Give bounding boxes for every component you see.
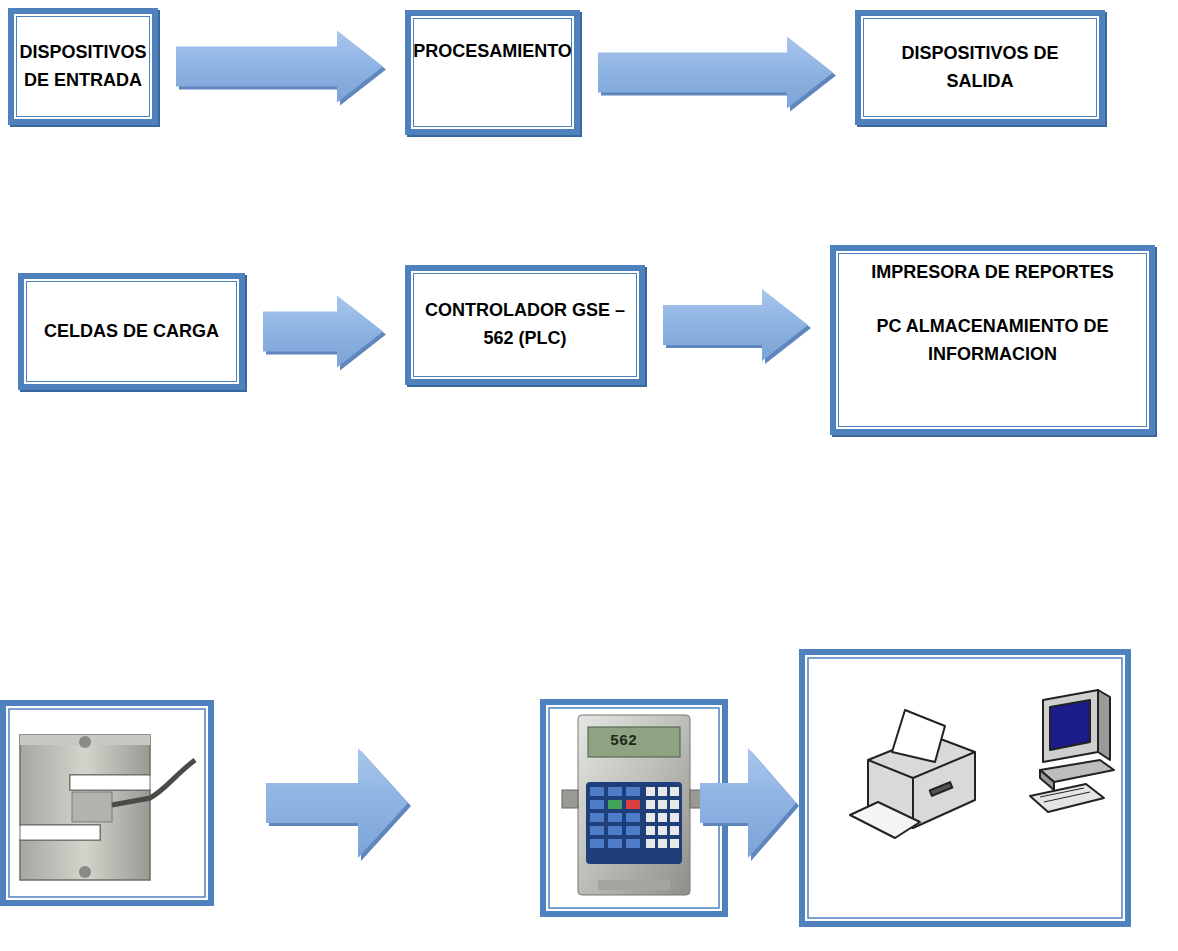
box-text: CONTROLADOR GSE – 562 (PLC) bbox=[419, 297, 631, 353]
box-text: DISPOSITIVOS DE ENTRADA bbox=[19, 39, 146, 95]
controller-box: CONTROLADOR GSE – 562 (PLC) bbox=[405, 265, 645, 385]
process-box: PROCESAMIENTO bbox=[405, 10, 580, 135]
block-arrow bbox=[700, 748, 799, 861]
printer-icon bbox=[850, 710, 975, 838]
box-text: IMPRESORA DE REPORTES bbox=[871, 259, 1113, 287]
block-arrow bbox=[266, 630, 796, 861]
block-arrow bbox=[598, 37, 836, 112]
box-text: DISPOSITIVOS DE SALIDA bbox=[869, 40, 1091, 96]
output-box: DISPOSITIVOS DE SALIDA bbox=[855, 10, 1105, 125]
block-arrow bbox=[176, 31, 386, 106]
input-box: DISPOSITIVOS DE ENTRADA bbox=[8, 8, 158, 125]
box-text: PROCESAMIENTO bbox=[413, 38, 572, 66]
computer-icon bbox=[1030, 690, 1114, 812]
indicator-picture bbox=[562, 715, 706, 895]
box-text: PC ALMACENAMIENTO DE INFORMACION bbox=[858, 313, 1128, 369]
output-devices-box: IMPRESORA DE REPORTES PC ALMACENAMIENTO D… bbox=[830, 245, 1155, 435]
display-reading: 562 bbox=[610, 733, 637, 750]
block-arrow bbox=[663, 289, 811, 364]
sensor-box: CELDAS DE CARGA bbox=[18, 273, 245, 390]
image-frame bbox=[3, 652, 1128, 924]
block-arrow bbox=[728, 781, 750, 783]
block-arrow bbox=[263, 296, 386, 371]
box-text: CELDAS DE CARGA bbox=[44, 318, 219, 346]
load-cell-picture bbox=[20, 735, 195, 880]
